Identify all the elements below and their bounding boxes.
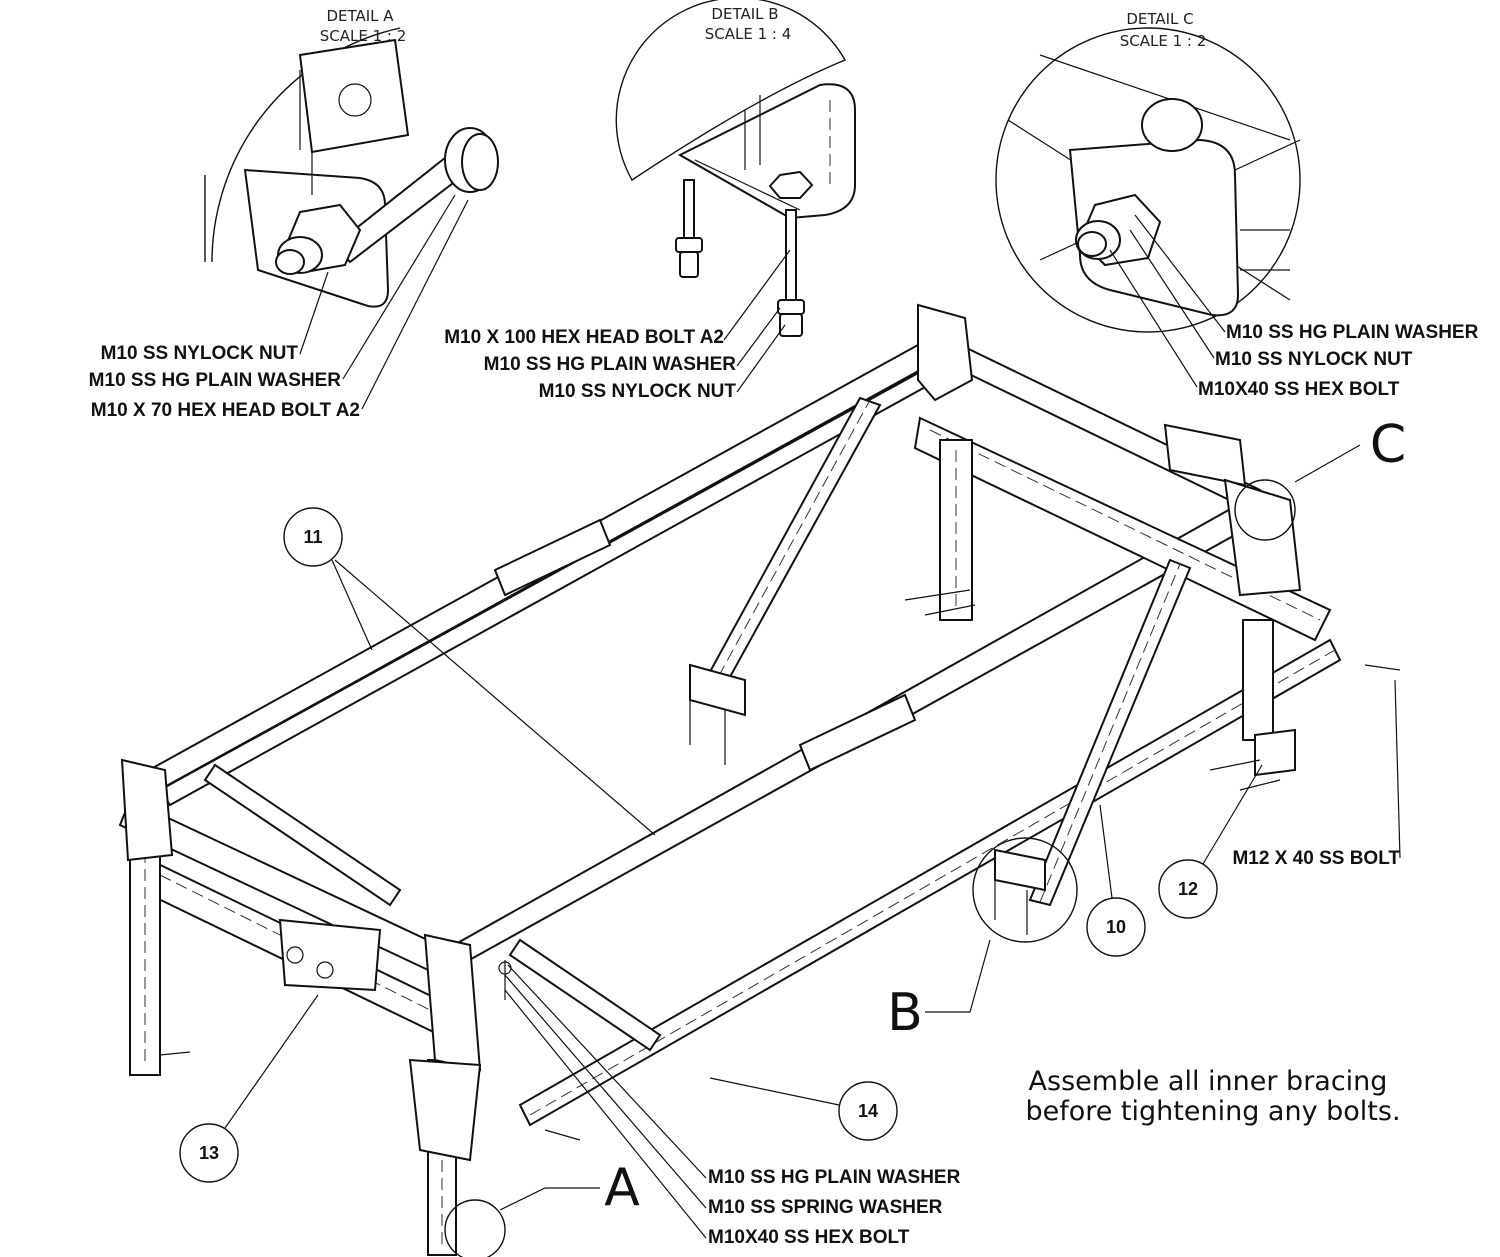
- note-line-1: Assemble all inner bracing: [1029, 1066, 1388, 1097]
- callout-c-washer: M10 SS HG PLAIN WASHER: [1226, 322, 1479, 343]
- callout-lower-spring: M10 SS SPRING WASHER: [708, 1197, 943, 1218]
- detail-b-letter: B: [887, 983, 923, 1043]
- part-callouts: M10 SS NYLOCK NUT M10 SS HG PLAIN WASHER…: [89, 322, 1479, 1248]
- balloon-13: [179, 1123, 239, 1183]
- balloon-10-label: 10: [1106, 917, 1126, 937]
- right-side-tube: [938, 338, 1262, 512]
- clamp-bracket-13: [278, 918, 382, 992]
- detail-b-title: DETAIL B: [711, 5, 778, 23]
- callout-lower-bolt: M10X40 SS HEX BOLT: [708, 1227, 910, 1248]
- balloon-14-label: 14: [858, 1101, 878, 1121]
- detail-c-view: DETAIL C SCALE 1 : 2: [995, 10, 1301, 388]
- callout-c-bolt: M10X40 SS HEX BOLT: [1198, 379, 1400, 400]
- balloon-14: [838, 1081, 898, 1141]
- bottom-front-tube: [518, 638, 1342, 1127]
- detail-b-boundary: [615, 0, 846, 182]
- detail-c-marker: [1234, 479, 1296, 541]
- callout-a-washer: M10 SS HG PLAIN WASHER: [89, 370, 342, 391]
- callout-m12-bolt: M12 X 40 SS BOLT: [1232, 848, 1400, 869]
- detail-b-scale: SCALE 1 : 4: [705, 25, 792, 43]
- detail-a-letter: A: [604, 1158, 640, 1218]
- detail-a-marker: [444, 1199, 506, 1257]
- callout-b-nut: M10 SS NYLOCK NUT: [539, 381, 737, 402]
- callout-c-nut: M10 SS NYLOCK NUT: [1215, 349, 1413, 370]
- item-balloons: 11 10 12 13 14: [179, 507, 1263, 1183]
- detail-b-bolt-head: [768, 170, 814, 199]
- balloon-12: [1158, 859, 1218, 919]
- frame-assembly: C B A: [118, 303, 1406, 1257]
- balloon-11: [283, 507, 343, 567]
- detail-c-boundary: [995, 27, 1301, 333]
- detail-c-title: DETAIL C: [1126, 10, 1193, 28]
- note-line-2: before tightening any bolts.: [1025, 1096, 1400, 1127]
- assembly-note: Assemble all inner bracing before tighte…: [1025, 1066, 1400, 1127]
- detail-a-boundary: [211, 27, 401, 263]
- detail-c-scale: SCALE 1 : 2: [1120, 32, 1207, 50]
- detail-a-plate: [298, 38, 410, 154]
- detail-b-marker: [972, 837, 1078, 943]
- detail-b-washer: [777, 299, 805, 315]
- detail-a-view: DETAIL A SCALE 1 : 2: [204, 7, 499, 410]
- balloon-12-label: 12: [1178, 879, 1198, 899]
- detail-a-title: DETAIL A: [326, 7, 394, 25]
- balloon-13-label: 13: [199, 1143, 219, 1163]
- callout-b-bolt: M10 X 100 HEX HEAD BOLT A2: [444, 327, 724, 348]
- balloon-11-label: 11: [303, 527, 322, 547]
- detail-c-letter: C: [1370, 415, 1406, 475]
- callout-a-nut: M10 SS NYLOCK NUT: [101, 343, 299, 364]
- detail-b-view: DETAIL B SCALE 1 : 4: [615, 0, 856, 393]
- callout-a-bolt: M10 X 70 HEX HEAD BOLT A2: [91, 400, 360, 421]
- left-brace: [203, 763, 402, 907]
- callout-lower-washer: M10 SS HG PLAIN WASHER: [708, 1167, 961, 1188]
- detail-b-nut: [779, 313, 803, 337]
- callout-b-washer: M10 SS HG PLAIN WASHER: [484, 354, 737, 375]
- balloon-10: [1086, 897, 1146, 957]
- detail-b-channel: [677, 83, 856, 220]
